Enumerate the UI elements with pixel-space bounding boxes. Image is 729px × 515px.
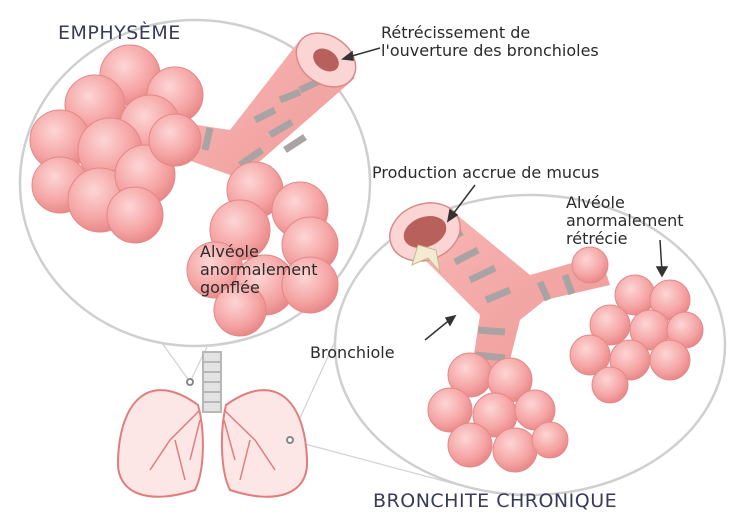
emphysema-title: EMPHYSÈME <box>58 22 181 44</box>
alveolus-narrowed-label: Alvéole anormalement rétrécie <box>566 194 684 248</box>
lungs <box>118 352 307 497</box>
bronchitis-title: BRONCHITE CHRONIQUE <box>373 490 617 512</box>
emphysema-circle <box>20 20 370 346</box>
bronchiole-label: Bronchiole <box>310 344 395 362</box>
alveolus-swollen-label: Alvéole anormalement gonflée <box>200 243 318 297</box>
narrowing-label: Rétrécissement de l'ouverture des bronch… <box>381 24 599 60</box>
mucus-label: Production accrue de mucus <box>372 164 599 182</box>
